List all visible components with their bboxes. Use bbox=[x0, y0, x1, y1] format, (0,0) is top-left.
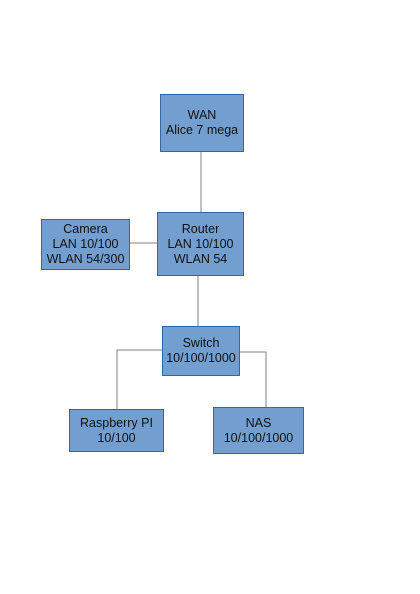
node-switch-speed: 10/100/1000 bbox=[166, 351, 236, 365]
node-raspberry-pi: Raspberry PI 10/100 bbox=[69, 409, 164, 452]
node-router-lan: LAN 10/100 bbox=[167, 236, 234, 251]
node-camera: Camera LAN 10/100 WLAN 54/300 bbox=[41, 219, 130, 270]
node-router-wlan: WLAN 54 bbox=[173, 251, 228, 266]
node-wan-detail: Alice 7 mega bbox=[165, 123, 239, 137]
node-camera-lan: LAN 10/100 bbox=[52, 237, 119, 251]
node-router-title: Router bbox=[181, 221, 220, 236]
node-wan: WAN Alice 7 mega bbox=[160, 94, 244, 152]
edge-switch-nas bbox=[240, 351, 267, 407]
node-nas: NAS 10/100/1000 bbox=[213, 407, 304, 454]
node-camera-title: Camera bbox=[63, 222, 108, 236]
node-raspberry-title: Raspberry PI bbox=[80, 415, 153, 430]
node-camera-wlan: WLAN 54/300 bbox=[46, 252, 125, 266]
node-nas-title: NAS bbox=[245, 415, 272, 430]
node-switch-title: Switch bbox=[182, 336, 220, 350]
node-switch: Switch 10/100/1000 bbox=[162, 326, 240, 376]
node-nas-speed: 10/100/1000 bbox=[223, 430, 294, 445]
node-wan-title: WAN bbox=[187, 108, 217, 122]
node-raspberry-speed: 10/100 bbox=[97, 430, 136, 445]
edge-switch-raspberry bbox=[116, 349, 162, 409]
node-router: Router LAN 10/100 WLAN 54 bbox=[157, 212, 244, 276]
